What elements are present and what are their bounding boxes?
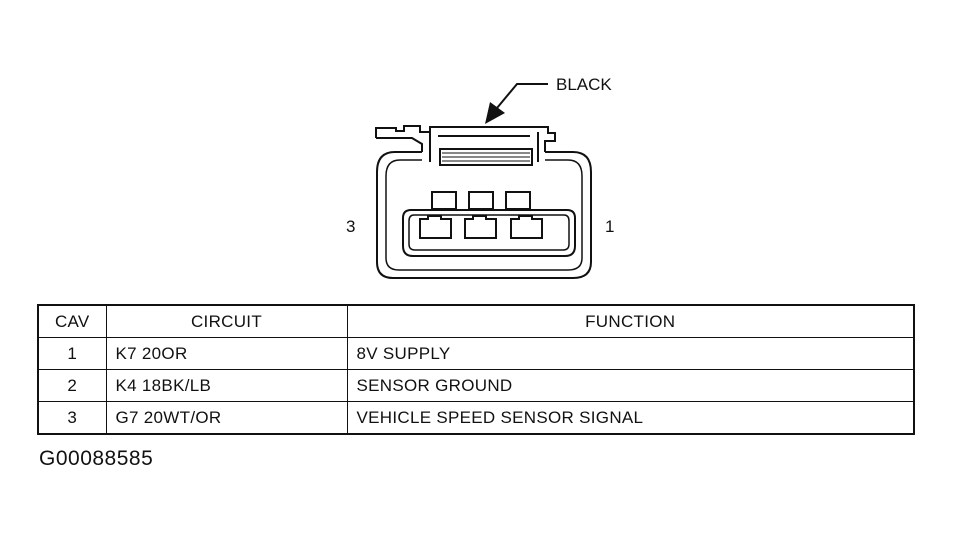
terminal-cavity-2 [464,215,497,239]
leader-line [496,83,548,109]
key-slot-hatching [442,152,530,162]
circuit-cell: K7 20OR [105,337,348,370]
header-cav: CAV [37,304,107,338]
cav-cell: 1 [37,337,107,370]
function-cell: SENSOR GROUND [346,369,915,402]
cavity-frame [402,209,576,257]
upper-cavity-windows [431,191,531,210]
connector-diagram: BLACK 3 1 [346,75,614,279]
cav-cell: 2 [37,369,107,402]
connector-key-slot [439,148,533,166]
circuit-cell: K4 18BK/LB [105,369,348,402]
terminal-cavity-1 [510,215,543,239]
table-header-row: CAV CIRCUIT FUNCTION [37,304,915,338]
cavity-number-left: 3 [346,217,355,236]
table-row: 3 G7 20WT/OR VEHICLE SPEED SENSOR SIGNAL [37,401,915,435]
cavity-number-right: 1 [605,217,614,236]
table-row: 1 K7 20OR 8V SUPPLY [37,337,915,370]
arrowhead-icon [485,102,505,124]
header-function: FUNCTION [346,304,915,338]
table-row: 2 K4 18BK/LB SENSOR GROUND [37,369,915,402]
terminal-cavity-3 [419,215,452,239]
cavity-frame-inner [408,214,570,251]
connector-color-label: BLACK [556,75,612,94]
function-cell: 8V SUPPLY [346,337,915,370]
connector-latch [375,125,556,162]
function-cell: VEHICLE SPEED SENSOR SIGNAL [346,401,915,435]
figure-id: G00088585 [39,447,154,470]
circuit-cell: G7 20WT/OR [105,401,348,435]
header-circuit: CIRCUIT [105,304,348,338]
pinout-table: CAV CIRCUIT FUNCTION 1 K7 20OR 8V SUPPLY… [37,304,915,435]
connector-body-inner [385,159,583,271]
connector-body [376,151,592,279]
cav-cell: 3 [37,401,107,435]
